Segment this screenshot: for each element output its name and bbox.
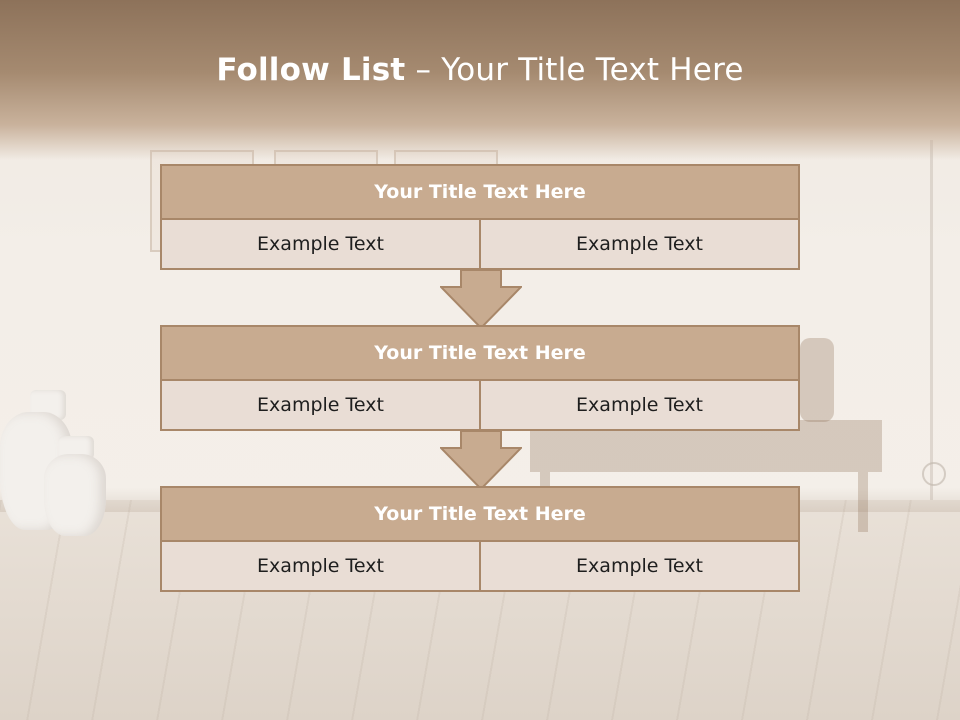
step-title: Your Title Text Here bbox=[160, 486, 800, 542]
title-bold: Follow List bbox=[216, 52, 406, 88]
step-row: Example Text Example Text bbox=[160, 542, 800, 592]
sideboard-leg bbox=[858, 472, 868, 532]
step-cell-right: Example Text bbox=[481, 542, 800, 592]
wall-socket bbox=[922, 462, 946, 486]
slide-title: Follow List – Your Title Text Here bbox=[0, 52, 960, 88]
step-title: Your Title Text Here bbox=[160, 164, 800, 220]
step-row: Example Text Example Text bbox=[160, 220, 800, 270]
step-box: Your Title Text Here Example Text Exampl… bbox=[160, 486, 800, 592]
vase-dark bbox=[800, 338, 834, 422]
step-cell-left: Example Text bbox=[160, 542, 481, 592]
step-title: Your Title Text Here bbox=[160, 325, 800, 381]
header-band bbox=[0, 0, 960, 160]
step-box: Your Title Text Here Example Text Exampl… bbox=[160, 325, 800, 431]
vase-small bbox=[44, 454, 106, 536]
step-cell-right: Example Text bbox=[481, 220, 800, 270]
wall-pipe bbox=[930, 140, 933, 500]
down-arrow-icon bbox=[440, 431, 522, 491]
step-box: Your Title Text Here Example Text Exampl… bbox=[160, 164, 800, 270]
step-cell-left: Example Text bbox=[160, 220, 481, 270]
title-rest: – Your Title Text Here bbox=[405, 52, 744, 88]
step-cell-left: Example Text bbox=[160, 381, 481, 431]
step-row: Example Text Example Text bbox=[160, 381, 800, 431]
down-arrow-icon bbox=[440, 270, 522, 330]
step-cell-right: Example Text bbox=[481, 381, 800, 431]
